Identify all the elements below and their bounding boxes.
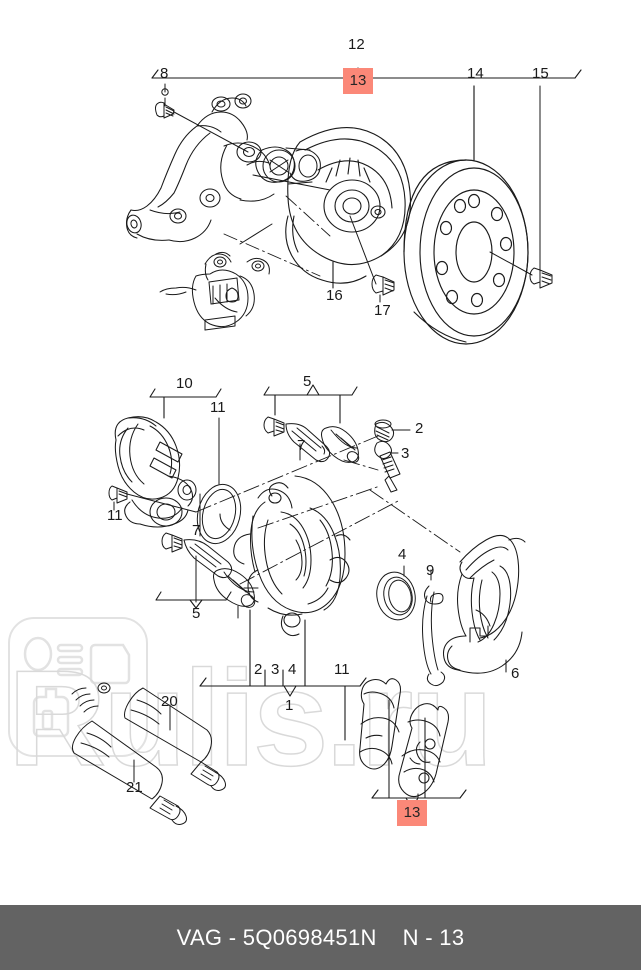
diagram-canvas: Rulis.ru [7, 36, 582, 826]
callout-16: 16 [326, 287, 343, 304]
callout-5-bottom: 5 [192, 605, 201, 622]
callout-7-lower: 7 [192, 522, 201, 539]
bolt-8 [155, 101, 249, 153]
caliper-sub-illustration [159, 223, 273, 331]
footer-part-number: VAG - 5Q0698451N [176, 924, 377, 950]
callout-3: 3 [401, 445, 410, 462]
callout-9: 9 [426, 562, 435, 579]
guide-pin-lower [161, 493, 233, 603]
bracket-group-1 [199, 609, 367, 741]
callout-14: 14 [467, 65, 484, 82]
bleeder-cap-2 [374, 419, 411, 443]
callout-21: 21 [126, 779, 143, 796]
brake-disc [403, 85, 529, 345]
callout-15: 15 [532, 65, 549, 82]
brake-pad-outer [398, 703, 450, 799]
callout-5-top: 5 [303, 373, 312, 390]
callout-7-upper: 7 [297, 437, 306, 454]
callout-11-top: 11 [210, 399, 226, 416]
guide-pin-bushing-upper [321, 426, 360, 463]
technical-line-art [71, 67, 582, 825]
paste-tube-20 [124, 687, 226, 791]
footer-bar: VAG - 5Q0698451N N - 13 [0, 905, 641, 970]
callout-bottom-2: 2 [254, 661, 263, 678]
callout-20: 20 [161, 693, 178, 710]
highlight-callout-13-top[interactable]: 13 [343, 68, 373, 94]
callout-12: 12 [348, 36, 365, 53]
callout-10: 10 [176, 375, 193, 392]
disc-retaining-screw [489, 85, 553, 289]
callout-bottom-1: 1 [285, 697, 294, 714]
construction-lines-mid [195, 435, 461, 585]
caliper-carrier-bracket-6 [442, 534, 526, 674]
bolt-11-left [108, 485, 197, 513]
footer-section-code: N - 13 [402, 924, 465, 950]
callout-8: 8 [160, 65, 169, 82]
piston-seal-ring-4 [376, 565, 416, 621]
bolt-17 [349, 215, 395, 303]
highlight-callout-13-bottom[interactable]: 13 [397, 800, 427, 826]
construction-lines-top [223, 195, 331, 277]
bracket-group-10 [149, 388, 222, 419]
callout-2: 2 [415, 420, 424, 437]
lube-tube-21 [71, 682, 187, 825]
retaining-spring-clip-9 [422, 569, 446, 687]
callout-bottom-4: 4 [288, 661, 297, 678]
callout-bottom-11: 11 [334, 661, 350, 678]
callout-4: 4 [398, 546, 407, 563]
brake-pad-inner [359, 678, 402, 799]
callout-6: 6 [511, 665, 520, 682]
epb-motor [114, 416, 197, 528]
o-ring-seal-11 [196, 417, 242, 545]
callout-17: 17 [374, 302, 391, 319]
brake-dust-shield [285, 127, 412, 289]
bleeder-valve-3 [374, 440, 401, 493]
guide-pin-upper [263, 416, 331, 463]
bracket-group-5-top [263, 384, 358, 424]
callout-bottom-3: 3 [271, 661, 280, 678]
rear-axle-knuckle [125, 93, 331, 243]
guide-pin-bushing-lower [213, 568, 256, 619]
callout-11-left: 11 [107, 507, 123, 524]
bracket-group-5-bottom [155, 591, 232, 609]
